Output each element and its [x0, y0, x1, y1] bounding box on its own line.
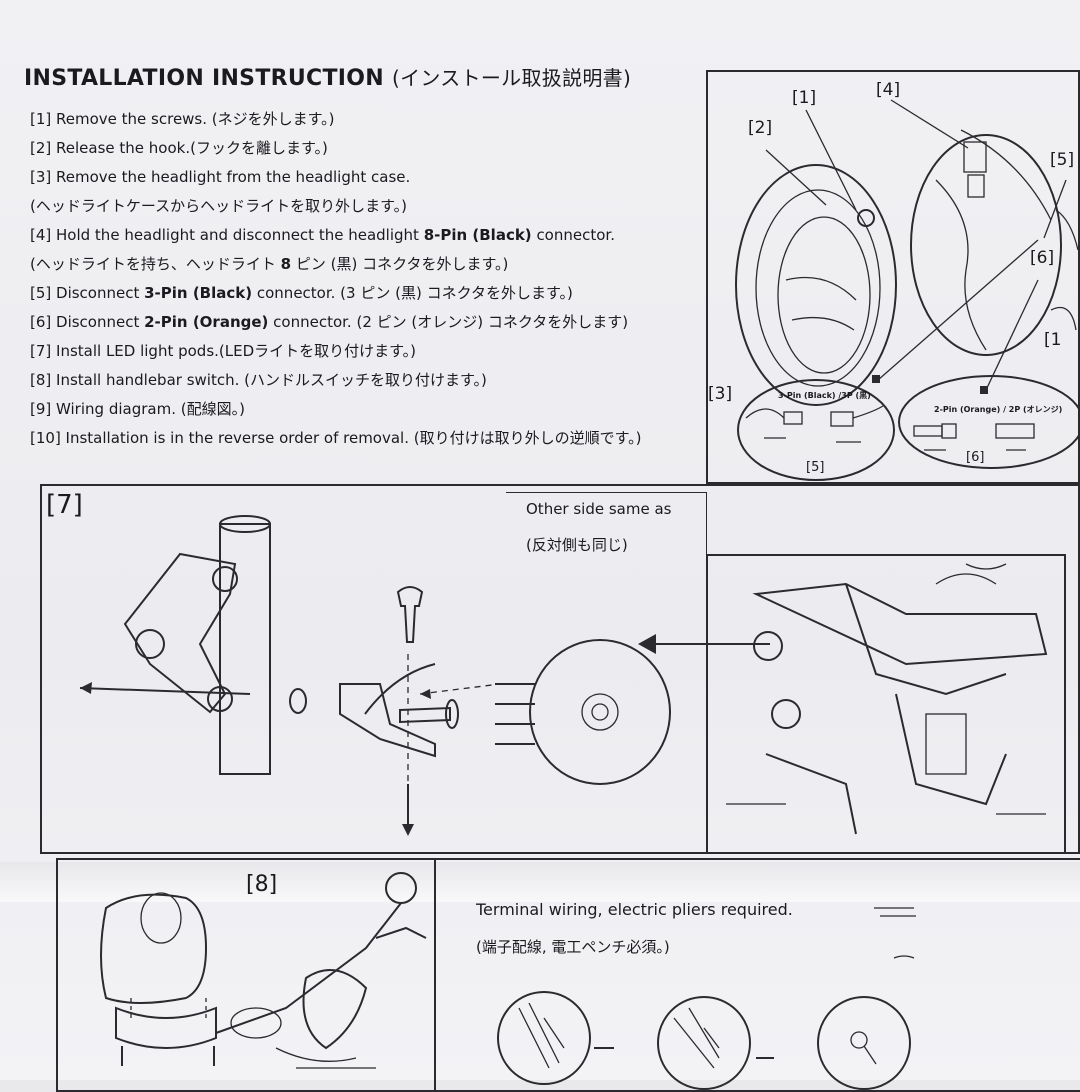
- panel-9-note: Terminal wiring, electric pliers require…: [476, 900, 793, 919]
- step-2: [2] Release the hook.(フックを離します。): [30, 139, 328, 157]
- title-en: INSTALLATION INSTRUCTION: [24, 66, 384, 91]
- callout-3: [3]: [708, 384, 733, 404]
- page-title: INSTALLATION INSTRUCTION (インストール取扱説明書): [24, 62, 631, 91]
- light-pod-mount-diagram: [79, 515, 770, 836]
- steps-list: [1] Remove the screws. (ネジを外します。) [2] Re…: [30, 105, 710, 453]
- light-pod: [529, 639, 671, 785]
- crimp-step-1-circle: [497, 991, 591, 1085]
- connector-2pin-label: 2-Pin (Orange) / 2P (オレンジ): [934, 405, 1063, 414]
- headlight-ring: [735, 164, 897, 406]
- detail-5-circle: [737, 379, 895, 481]
- motorcycle-fork-diagram: [726, 563, 1048, 835]
- callout-6: [6]: [1030, 248, 1055, 268]
- step-7: [7] Install LED light pods.(LEDライトを取り付けま…: [30, 342, 416, 360]
- motorcycle-detail-box: [706, 554, 1066, 854]
- step-3: [3] Remove the headlight from the headli…: [30, 168, 411, 186]
- detail-6-label: [6]: [966, 450, 985, 465]
- panel-8-label: [8]: [246, 872, 278, 897]
- panel-7-box: [40, 484, 1080, 854]
- headlight-diagram-box: [706, 70, 1080, 484]
- panel-7-label: [7]: [46, 490, 83, 520]
- panel-9-note-jp: (端子配線, 電工ペンチ必須。): [476, 938, 670, 956]
- step-4: [4] Hold the headlight and disconnect th…: [30, 226, 615, 244]
- crimping-steps-diagram: [497, 907, 916, 1090]
- crimp-step-2-circle: [657, 996, 751, 1090]
- step-8: [8] Install handlebar switch. (ハンドルスイッチを…: [30, 371, 487, 389]
- step-6: [6] Disconnect 2-Pin (Orange) connector.…: [30, 313, 629, 331]
- callout-5: [5]: [1050, 150, 1075, 170]
- step-9: [9] Wiring diagram. (配線図。): [30, 400, 245, 418]
- callout-2: [2]: [748, 118, 773, 138]
- step-5: [5] Disconnect 3-Pin (Black) connector. …: [30, 284, 573, 302]
- detail-5-label: [5]: [806, 460, 825, 475]
- crimp-step-3-circle: [817, 996, 911, 1090]
- callout-1: [1]: [792, 88, 817, 108]
- step-10: [10] Installation is in the reverse orde…: [30, 429, 642, 447]
- connector-3pin-label: 3-Pin (Black) /3P (黒): [778, 391, 871, 400]
- handlebar-switch-diagram: [100, 872, 427, 1069]
- title-jp: (インストール取扱説明書): [391, 66, 632, 90]
- step-4-jp: (ヘッドライトを持ち、ヘッドライト 8 ピン (黒) コネクタを外します。): [30, 255, 509, 273]
- detail-6-circle: [898, 375, 1080, 469]
- panel-7-note-jp: (反対側も同じ): [526, 536, 628, 554]
- crimp-arrow-1: →: [598, 1036, 610, 1052]
- headlight-diagram: [735, 99, 1080, 481]
- headlight-case: [910, 134, 1062, 356]
- step-1: [1] Remove the screws. (ネジを外します。): [30, 110, 335, 128]
- callout-4: [4]: [876, 80, 901, 100]
- callout-1-right: [1: [1044, 330, 1062, 350]
- panel-7-note: Other side same as: [526, 500, 672, 518]
- paper-fold-shadow: [0, 862, 1080, 902]
- step-3-jp: (ヘッドライトケースからヘッドライトを取り外します。): [30, 197, 407, 215]
